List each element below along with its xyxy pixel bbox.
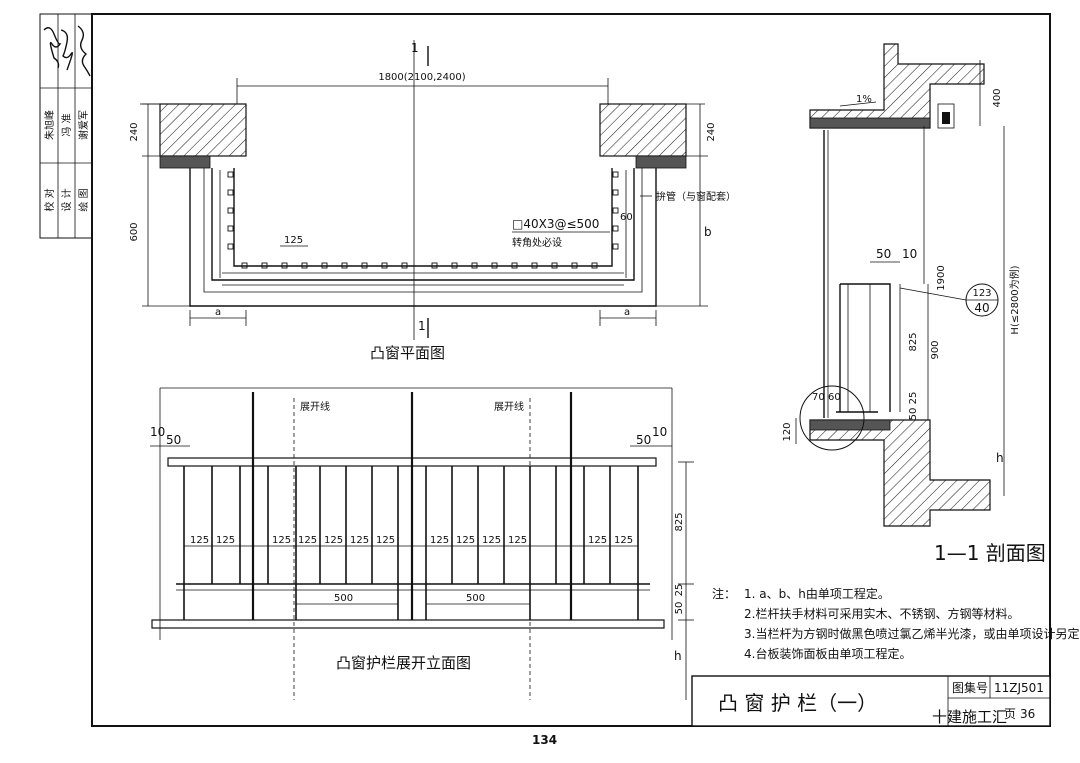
sidebar-role-1: 校 对 xyxy=(43,188,56,211)
signature-2 xyxy=(60,29,74,71)
plan-wall-right xyxy=(599,103,687,157)
sidebar-role-2: 设 计 xyxy=(60,188,73,211)
plan-dim-125: 125 xyxy=(284,235,303,246)
elev-spacing-10: 125 xyxy=(482,535,501,546)
section-dim-70: 70 xyxy=(812,392,825,403)
elev-spacing-3: 125 xyxy=(272,535,291,546)
sidebar-role-3: 绘 图 xyxy=(77,188,90,211)
elev-dim-10-right: 10 xyxy=(652,425,667,439)
sidebar-name-3: 谢爱军 xyxy=(77,110,90,140)
section-detail-top: 123 xyxy=(972,288,991,299)
title-block-title: 凸 窗 护 栏（一） xyxy=(718,691,877,715)
atlas-number: 11ZJ501 xyxy=(994,681,1044,695)
elevation-view: 展开线 展开线 xyxy=(150,387,694,700)
section-dim-1900: 1900 xyxy=(936,265,947,290)
title-block: 凸 窗 护 栏（一） 图集号 11ZJ501 页 36 十建施工汇 xyxy=(691,675,1051,727)
elev-balusters xyxy=(183,466,639,620)
page-number-cell: 36 xyxy=(1020,707,1035,721)
elev-dim-500-b: 500 xyxy=(466,593,485,604)
elev-handrail xyxy=(167,457,657,467)
notes: 注： 1. a、b、h由单项工程定。 2.栏杆扶手材料可采用实木、不锈钢、方钢等… xyxy=(712,586,1080,661)
note-2: 2.栏杆扶手材料可采用实木、不锈钢、方钢等材料。 xyxy=(744,606,1019,621)
note-4: 4.台板装饰面板由单项工程定。 xyxy=(744,646,911,661)
section-slope: 1% xyxy=(856,94,872,105)
plan-section-mark-top: 1 xyxy=(411,41,419,55)
plan-dim-a-right: a xyxy=(624,307,630,318)
elev-spacing-5: 125 xyxy=(324,535,343,546)
elev-spacing-11: 125 xyxy=(508,535,527,546)
elev-title: 凸窗护栏展开立面图 xyxy=(336,654,471,672)
elev-unfold-line-1: 展开线 xyxy=(300,400,330,413)
plan-label-pipe: 拚管（与窗配套） xyxy=(656,190,736,203)
plan-section-mark-bottom: 1 xyxy=(418,319,426,333)
section-dim-10: 10 xyxy=(902,247,917,261)
section-dim-120: 120 xyxy=(782,422,793,441)
elev-spacing-7: 125 xyxy=(376,535,395,546)
section-dim-50v: 50 xyxy=(908,408,919,421)
sidebar-name-1: 朱旭峰 xyxy=(44,110,56,140)
plan-title: 凸窗平面图 xyxy=(370,344,445,362)
plan-dim-b: b xyxy=(704,225,712,239)
sidebar-name-2: 冯 准 xyxy=(61,113,73,136)
elev-dim-25: 25 xyxy=(674,584,685,597)
sidebar-signature-block: 朱旭峰 冯 准 谢爱军 校 对 设 计 绘 图 xyxy=(39,13,93,239)
page-number: 134 xyxy=(532,733,557,747)
elev-dim-h: h xyxy=(674,649,682,663)
elev-spacing-4: 125 xyxy=(298,535,317,546)
elev-spacing-12: 125 xyxy=(588,535,607,546)
plan-dim-60: 60 xyxy=(620,212,633,223)
signature-3 xyxy=(77,25,91,77)
plan-dim-240-right: 240 xyxy=(706,122,717,141)
section-dim-825: 825 xyxy=(908,332,919,351)
elev-sill xyxy=(151,619,665,629)
elev-dim-50-left: 50 xyxy=(166,433,181,447)
plan-view: 1 1 1800(2100,2400) 240 600 240 b xyxy=(129,40,736,362)
plan-width-dim: 1800(2100,2400) xyxy=(378,72,465,83)
elev-dim-10-left: 10 xyxy=(150,425,165,439)
elev-spacing-6: 125 xyxy=(350,535,369,546)
plan-wall-left xyxy=(159,103,247,157)
plan-balusters xyxy=(227,171,619,269)
page-label: 页 xyxy=(1004,707,1016,721)
section-dim-900: 900 xyxy=(930,340,941,359)
section-detail-bottom: 40 xyxy=(974,301,989,315)
section-dim-H: H(≤2800为例) xyxy=(1008,265,1021,334)
section-detail-circle xyxy=(799,385,865,451)
plan-label-corner: 转角处必设 xyxy=(512,236,562,249)
elev-spacing-1: 125 xyxy=(190,535,209,546)
section-dim-50: 50 xyxy=(876,247,891,261)
section-view: 1% 400 1900 H(≤2800为例) 825 900 25 50 120… xyxy=(782,43,1046,565)
watermark: 十建施工汇 xyxy=(932,708,1007,726)
elev-spacing-8: 125 xyxy=(430,535,449,546)
atlas-label: 图集号 xyxy=(952,680,988,695)
section-dim-h: h xyxy=(996,451,1004,465)
elev-dim-825: 825 xyxy=(674,512,685,531)
signature-1 xyxy=(43,27,62,69)
section-dim-400: 400 xyxy=(992,88,1003,107)
notes-heading: 注： xyxy=(712,586,736,601)
section-wall-upper xyxy=(809,43,985,129)
outer-frame xyxy=(91,13,1051,727)
elev-dim-50: 50 xyxy=(674,602,685,615)
elev-unfold-line-2: 展开线 xyxy=(494,400,524,413)
elev-spacing-9: 125 xyxy=(456,535,475,546)
section-dim-60b: 60 xyxy=(828,392,841,403)
elev-dim-500-a: 500 xyxy=(334,593,353,604)
plan-dim-600: 600 xyxy=(129,222,140,241)
section-wall-lower xyxy=(809,419,991,527)
elev-spacing-13: 125 xyxy=(614,535,633,546)
elev-dim-50-right: 50 xyxy=(636,433,651,447)
note-3: 3.当栏杆为方钢时做黑色喷过氯乙烯半光漆，或由单项设计另定。 xyxy=(744,626,1080,641)
plan-dim-240-left: 240 xyxy=(129,122,140,141)
section-title: 1—1 剖面图 xyxy=(934,541,1046,565)
section-dim-25: 25 xyxy=(908,392,919,405)
note-1: 1. a、b、h由单项工程定。 xyxy=(744,586,890,601)
plan-dim-a-left: a xyxy=(215,307,221,318)
elev-spacing-2: 125 xyxy=(216,535,235,546)
plan-label-tube: □40X3@≤500 xyxy=(512,217,599,231)
